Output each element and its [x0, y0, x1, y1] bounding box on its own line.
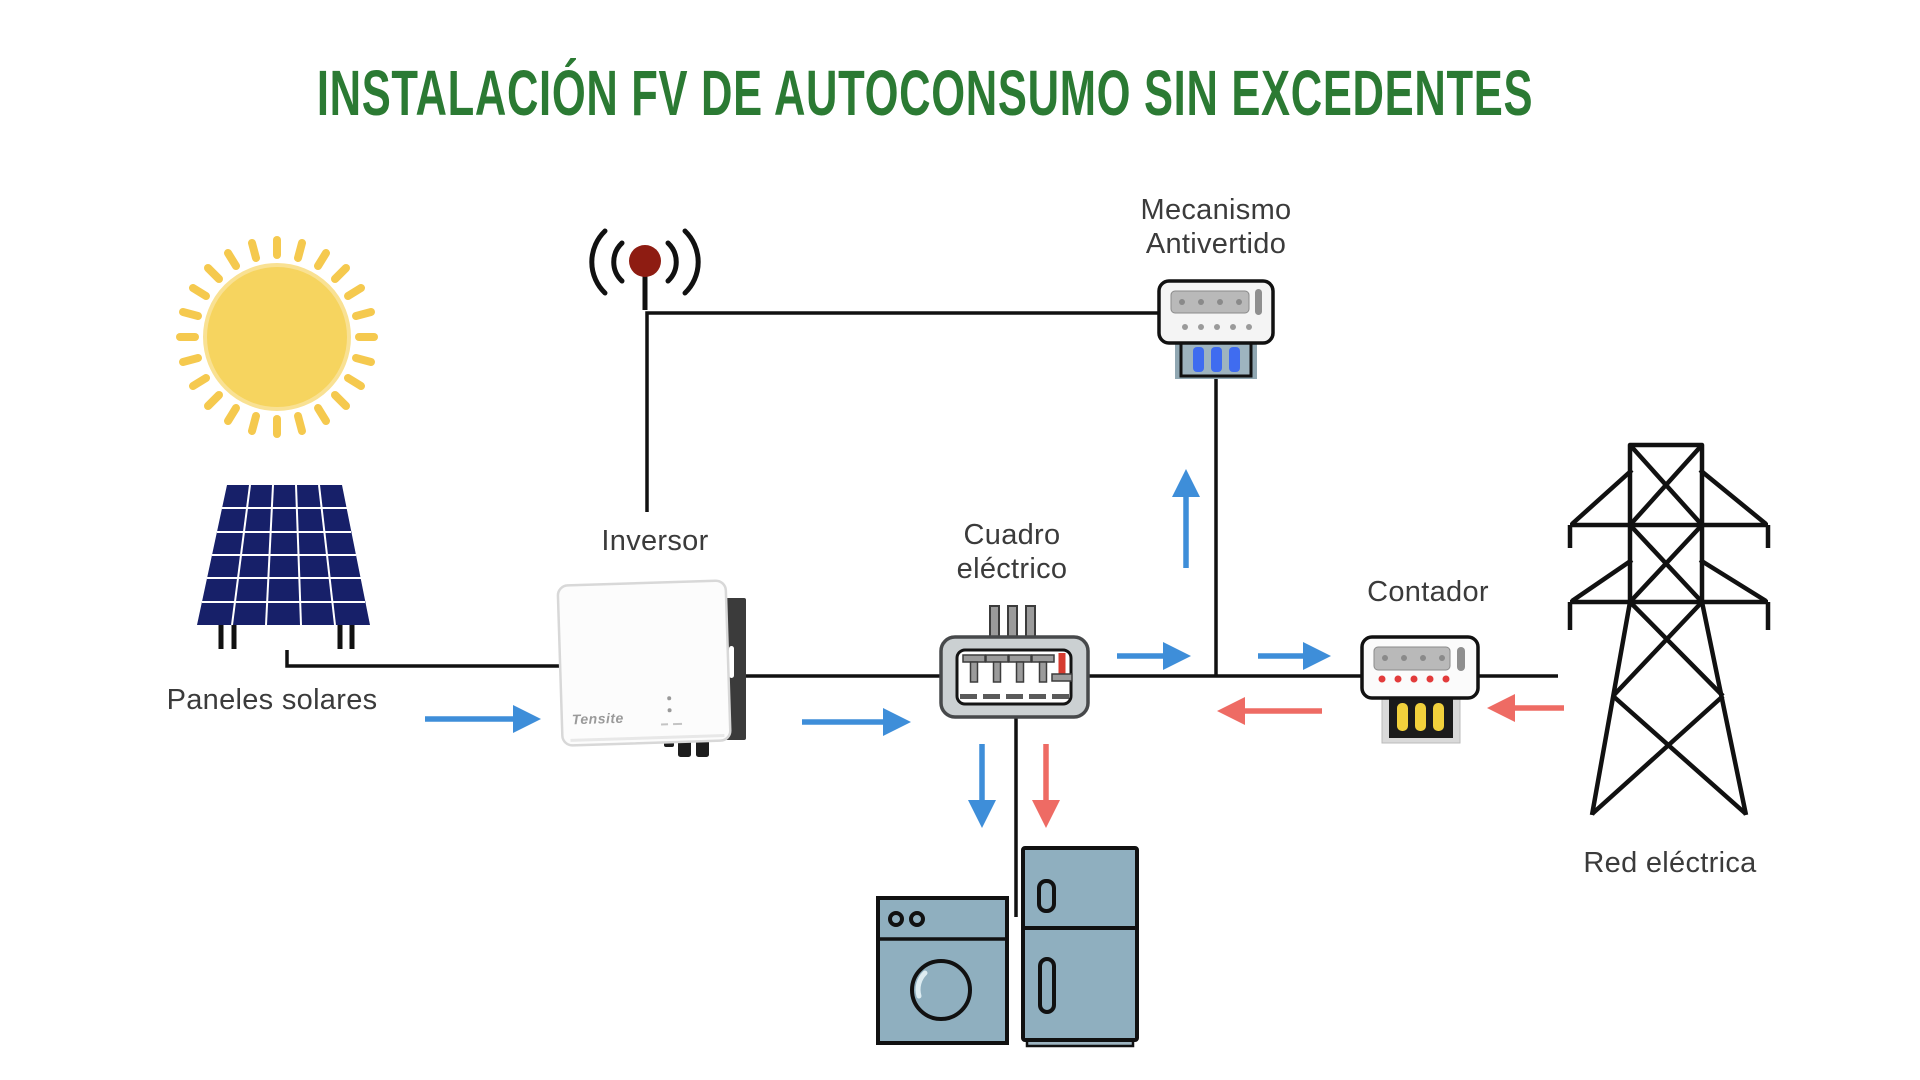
- flow-arrow-junction-to-meter: [1258, 642, 1331, 670]
- label-mecanismo-line2: Antivertido: [1145, 228, 1287, 260]
- wire-panels-to-inverter: [285, 650, 560, 668]
- label-cuadro-electrico: Cuadro eléctrico: [932, 518, 1092, 586]
- label-cuadro-line1: Cuadro: [963, 519, 1061, 551]
- fridge-icon: [1021, 846, 1139, 1048]
- label-mecanismo-antivertido: Mecanismo Antivertido: [1116, 193, 1316, 261]
- label-contador: Contador: [1367, 576, 1489, 608]
- flow-arrow-grid-to-meter: [1487, 694, 1564, 722]
- label-cuadro-line2: eléctrico: [956, 553, 1068, 585]
- inverter-brand-logo: Tensite: [572, 710, 624, 728]
- page-title: INSTALACIÓN FV DE AUTOCONSUMO SIN EXCEDE…: [316, 57, 1534, 129]
- flow-arrow-inverter-to-board: [802, 708, 911, 736]
- flow-arrow-board-to-junction: [1117, 642, 1191, 670]
- label-paneles-solares: Paneles solares: [166, 684, 378, 716]
- sun-icon: [176, 236, 378, 438]
- meter-icon: [1360, 635, 1480, 744]
- solar-panel-icon: [197, 484, 370, 649]
- antenna-icon: [589, 228, 701, 310]
- flow-arrow-junction-to-antibackfeed: [1172, 469, 1200, 568]
- flow-arrow-board-to-appliances: [968, 744, 996, 828]
- flow-arrow-grid-supply-to-appliances: [1032, 744, 1060, 828]
- label-red-electrica: Red eléctrica: [1583, 847, 1757, 879]
- washing-machine-icon: [876, 896, 1009, 1045]
- anti-backfeed-device-icon: [1157, 279, 1275, 379]
- wire-antenna-to-antibackfeed: [645, 311, 1159, 512]
- flow-arrow-meter-to-board: [1217, 697, 1322, 725]
- inverter-icon: Tensite: [556, 579, 746, 757]
- breaker-panel-icon: [939, 605, 1090, 719]
- label-inversor: Inversor: [601, 525, 709, 557]
- transmission-tower-icon: [1567, 442, 1771, 816]
- flow-arrow-panels-to-inverter: [425, 705, 541, 733]
- label-mecanismo-line1: Mecanismo: [1140, 194, 1292, 226]
